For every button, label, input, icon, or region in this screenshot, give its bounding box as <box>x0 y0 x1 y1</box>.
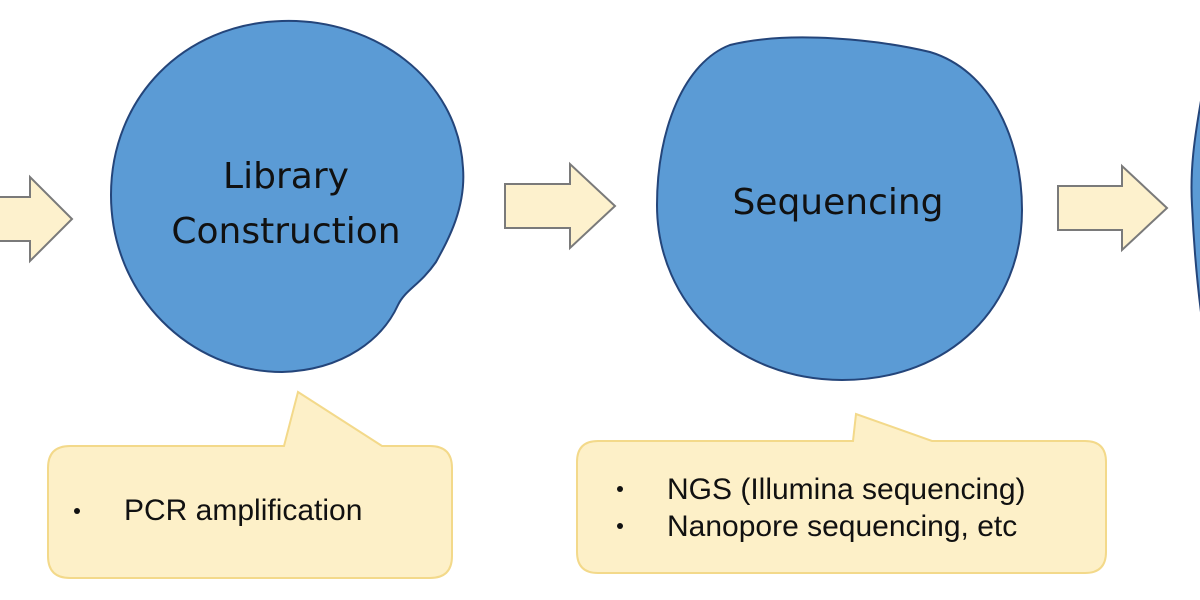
next-step-node-partial <box>1190 100 1200 313</box>
library-note-callout <box>47 390 453 579</box>
node-library-construction <box>109 19 465 374</box>
node-sequencing-label: Sequencing <box>732 182 943 223</box>
sequencing-note-bullet-1-dot <box>617 486 623 492</box>
arrow-sequencing-to-next <box>1057 163 1169 253</box>
sequencing-note-bullet-1: NGS (Illumina sequencing) <box>667 473 1026 506</box>
arrow-library-to-sequencing <box>504 161 617 251</box>
library-note-bullet-1-dot <box>74 508 80 514</box>
library-note-bullet-1: PCR amplification <box>124 494 362 527</box>
node-sequencing <box>655 36 1024 382</box>
node-library-construction-label-line-1: Library <box>223 156 349 197</box>
sequencing-note-callout <box>576 412 1107 574</box>
node-library-construction-label: Library Construction <box>171 156 400 252</box>
arrow-incoming <box>0 174 74 264</box>
sequencing-note-bullet-2: Nanopore sequencing, etc <box>667 510 1017 543</box>
node-library-construction-label-line-2: Construction <box>171 211 400 252</box>
sequencing-note-bullet-2-dot <box>617 523 623 529</box>
